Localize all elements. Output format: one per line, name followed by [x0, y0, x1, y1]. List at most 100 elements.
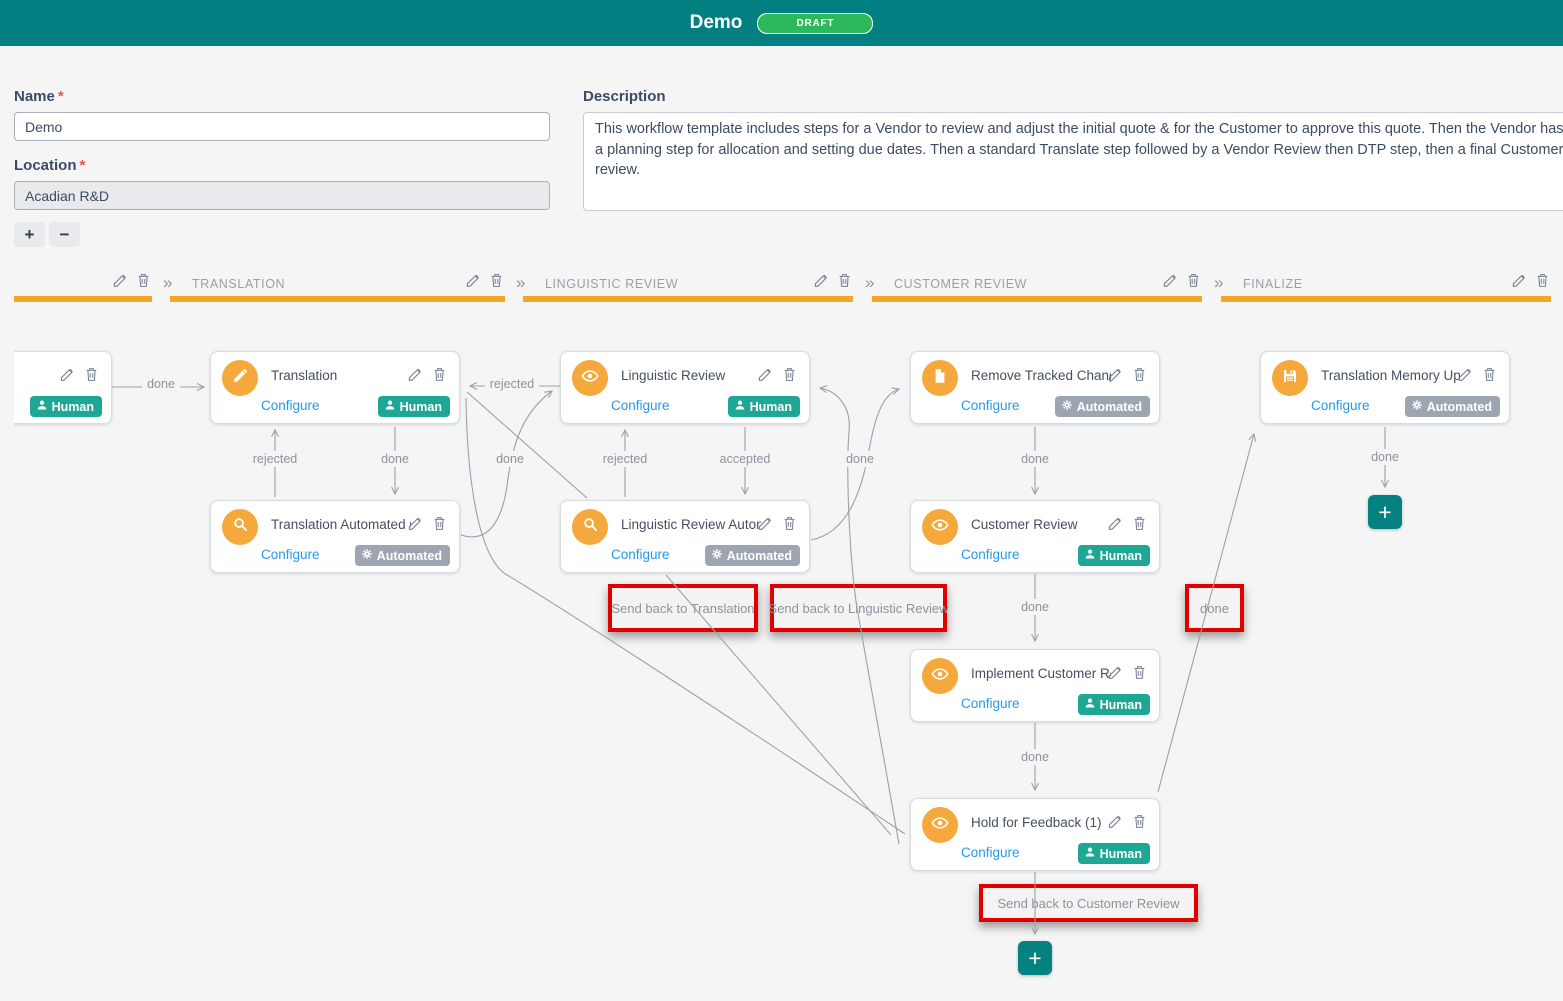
step-type-circle [222, 509, 258, 545]
edge-label: done [142, 376, 180, 392]
step-type-circle [922, 509, 958, 545]
step-type-circle [572, 360, 608, 396]
badge-label: Human [51, 399, 94, 414]
name-label: Name* [14, 88, 64, 105]
edge-label: rejected [247, 451, 303, 467]
location-input[interactable] [14, 181, 550, 210]
description-textarea[interactable]: This workflow template includes steps fo… [583, 112, 1563, 211]
stage-bar [170, 296, 505, 302]
delete-icon[interactable] [432, 515, 448, 533]
step-title: Translation Memory Upd... [1321, 368, 1461, 383]
add-step-button[interactable]: + [1018, 941, 1052, 975]
highlight-box: Send back to Linguistic Review [769, 584, 948, 632]
human-badge: Human [377, 396, 450, 417]
edit-icon[interactable] [1107, 366, 1123, 384]
save-icon [1282, 368, 1298, 389]
delete-icon[interactable] [1132, 664, 1148, 682]
automated-badge: Automated [1404, 396, 1500, 417]
stage-actions [813, 272, 853, 290]
badge-label: Automated [376, 548, 442, 563]
configure-link[interactable]: Configure [961, 845, 1020, 860]
edit-icon[interactable] [757, 366, 773, 384]
workflow-step-card[interactable]: Implement Customer Re... Configure Human [910, 649, 1160, 722]
step-title: Hold for Feedback (1) [971, 815, 1102, 830]
transition-label: Send back to Translation [611, 600, 755, 616]
configure-link[interactable]: Configure [961, 547, 1020, 562]
workflow-step-card[interactable]: Customer Review Configure Human [910, 500, 1160, 573]
gear-icon [361, 548, 373, 563]
stage-label: CUSTOMER REVIEW [894, 277, 1028, 291]
edit-icon[interactable] [59, 366, 75, 384]
configure-link[interactable]: Configure [261, 547, 320, 562]
edit-icon[interactable] [813, 272, 829, 290]
delete-icon[interactable] [1535, 272, 1551, 290]
workflow-step-card[interactable]: Translation Memory Upd... Configure Auto… [1260, 351, 1510, 424]
edit-icon[interactable] [1457, 366, 1473, 384]
delete-icon[interactable] [489, 272, 505, 290]
configure-link[interactable]: Configure [961, 398, 1020, 413]
edit-icon[interactable] [407, 366, 423, 384]
edit-icon[interactable] [1107, 813, 1123, 831]
delete-icon[interactable] [136, 272, 152, 290]
edit-icon[interactable] [112, 272, 128, 290]
delete-icon[interactable] [1186, 272, 1202, 290]
zoom-in-button[interactable]: + [14, 222, 45, 247]
delete-icon[interactable] [84, 366, 100, 384]
eye-icon [931, 665, 949, 688]
delete-icon[interactable] [782, 366, 798, 384]
workflow-step-card[interactable]: Linguistic Review Configure Human [560, 351, 810, 424]
configure-link[interactable]: Configure [961, 696, 1020, 711]
edit-icon[interactable] [1511, 272, 1527, 290]
zoom-out-button[interactable]: − [49, 222, 80, 247]
configure-link[interactable]: Configure [611, 398, 670, 413]
automated-badge: Automated [354, 545, 450, 566]
edge-label: rejected [484, 376, 540, 392]
file-icon [932, 368, 948, 389]
step-type-circle [1272, 360, 1308, 396]
stage-actions [465, 272, 505, 290]
badge-label: Human [1099, 846, 1142, 861]
delete-icon[interactable] [432, 366, 448, 384]
stage-label: LINGUISTIC REVIEW [545, 277, 679, 291]
workflow-step-card[interactable]: Remove Tracked Chang... Configure Automa… [910, 351, 1160, 424]
delete-icon[interactable] [782, 515, 798, 533]
stage-bar [523, 296, 853, 302]
workflow-step-card[interactable]: Configure Human [14, 351, 112, 424]
stage-label: TRANSLATION [192, 277, 286, 291]
badge-label: Automated [1076, 399, 1142, 414]
configure-link[interactable]: Configure [611, 547, 670, 562]
delete-icon[interactable] [1132, 515, 1148, 533]
add-step-button[interactable]: + [1368, 495, 1402, 529]
human-badge: Human [1077, 843, 1150, 864]
edit-icon[interactable] [1107, 664, 1123, 682]
delete-icon[interactable] [837, 272, 853, 290]
workflow-step-card[interactable]: Translation Automated Q... Configure Aut… [210, 500, 460, 573]
delete-icon[interactable] [1482, 366, 1498, 384]
configure-link[interactable]: Configure [261, 398, 320, 413]
edit-icon[interactable] [757, 515, 773, 533]
workflow-step-card[interactable]: Translation Configure Human [210, 351, 460, 424]
configure-link[interactable]: Configure [1311, 398, 1370, 413]
step-type-circle [222, 360, 258, 396]
person-icon [384, 399, 396, 414]
required-asterisk: * [57, 88, 64, 105]
highlight-box: Send back to Customer Review [979, 884, 1198, 922]
eye-icon [931, 814, 949, 837]
edge-label: done [1016, 599, 1054, 615]
edge-label: done [376, 451, 414, 467]
workflow-step-card[interactable]: Linguistic Review Autom... Configure Aut… [560, 500, 810, 573]
edit-icon[interactable] [465, 272, 481, 290]
stage-label: FINALIZE [1243, 277, 1303, 291]
person-icon [1084, 697, 1096, 712]
badge-label: Human [749, 399, 792, 414]
name-input[interactable] [14, 112, 550, 141]
workflow-step-card[interactable]: Hold for Feedback (1) Configure Human [910, 798, 1160, 871]
stage-bar [1221, 296, 1551, 302]
delete-icon[interactable] [1132, 366, 1148, 384]
edit-icon[interactable] [1107, 515, 1123, 533]
delete-icon[interactable] [1132, 813, 1148, 831]
transition-label: Send back to Customer Review [997, 895, 1180, 911]
person-icon [734, 399, 746, 414]
edit-icon[interactable] [407, 515, 423, 533]
edit-icon[interactable] [1162, 272, 1178, 290]
